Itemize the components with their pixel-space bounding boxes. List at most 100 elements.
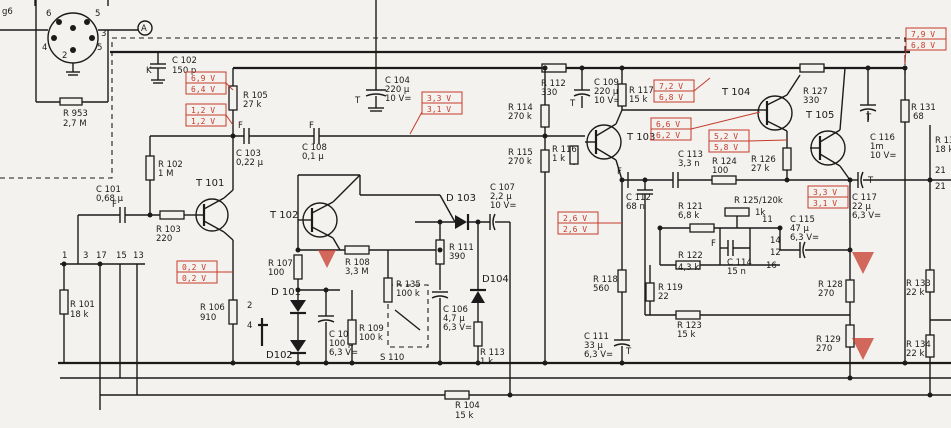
nodes-n21-label: 21	[935, 182, 946, 192]
resistor-r107	[293, 254, 303, 280]
capacitors-c116-label: C 116	[870, 133, 895, 143]
nodes-n12-label: 12	[770, 248, 781, 258]
semis-t102-label: T 102	[269, 210, 298, 221]
resistor-r109	[347, 319, 357, 345]
semis-t103-label: T 103	[626, 132, 655, 143]
resistors-r103v-label: 220	[156, 234, 172, 244]
resistors-r103-label: R 103	[156, 225, 181, 235]
resistors-r117v-label: 15 k	[629, 95, 648, 105]
resistors-r101v-label: 18 k	[70, 310, 89, 320]
capacitors-c115-label: C 115	[790, 215, 815, 225]
resistors-r108v-label: 3,3 M	[345, 267, 369, 277]
nodes-nF-label: F	[238, 121, 243, 131]
capacitors-c101-label: C 101	[96, 185, 121, 195]
capacitor-c102: C 102 150 p K	[146, 52, 197, 84]
capacitors-c105r-label: 6,3 V=	[329, 348, 358, 358]
connector-pins-1-label: 2	[62, 51, 67, 61]
resistors-r112-label: R 112	[541, 79, 566, 89]
resistors-r108-label: R 108	[345, 258, 370, 268]
nodes-n13-label: 13	[133, 251, 144, 261]
capacitors-c112-label: C 112	[626, 193, 651, 203]
stage-t101: R 105 27 k F F C 103 0,22 µ C 108 0,1 µ …	[78, 68, 545, 363]
capacitors-c103v-label: 0,22 µ	[236, 158, 264, 168]
resistors-r132v-label: 18 k	[935, 145, 951, 155]
resistors-r113v-label: 1 k	[480, 357, 493, 367]
semis-t104-label: T 104	[721, 87, 750, 98]
connector-pins-4-label: 5	[97, 43, 102, 53]
output-column: R 131 68 R 13 18 k 21 21 R 133 22 k R 13…	[900, 68, 951, 395]
resistors-r135v-label: 100 k	[396, 289, 420, 299]
resistor-r953	[59, 97, 83, 106]
resistor-r125	[724, 207, 750, 217]
capacitors-c106r-label: 6,3 V=	[443, 323, 472, 333]
resistors-r121-label: R 121	[678, 202, 703, 212]
stage-t104: C 113 3,3 n R 124 100 R 121 6,8 k R 125/…	[659, 63, 850, 277]
capacitors-c115v-label: 47 µ	[790, 224, 810, 234]
connector-pins-2-label: 3	[101, 29, 106, 39]
input-terminals: 1 R 101 18 k 3 17 15 13	[59, 215, 145, 410]
resistor-r135	[383, 277, 393, 303]
resistors-r104-label: R 104	[455, 401, 480, 411]
marker-triangle	[318, 250, 336, 268]
resistor-r121	[689, 223, 715, 233]
resistor-r133	[925, 269, 935, 293]
voltages-v2b-label: 1,2 V	[191, 117, 215, 126]
nodes-nF-label: F	[309, 121, 314, 131]
connector-top-label: g6	[2, 7, 13, 17]
capacitors-c114-label: C 114	[727, 258, 752, 268]
voltages-v3b-label: 3,1 V	[427, 105, 451, 114]
voltages-v9a-label: 3,3 V	[813, 188, 837, 197]
resistor-r118	[617, 269, 627, 293]
capacitors-c103-label: C 103	[236, 149, 261, 159]
capacitors-c101v-label: 0,68 µ	[96, 194, 124, 204]
voltages-v5a-label: 7,2 V	[659, 82, 683, 91]
capacitors-c113v-label: 3,3 n	[678, 159, 700, 169]
resistors-r114-label: R 114	[508, 103, 533, 113]
capacitors-c107r-label: 10 V=	[490, 201, 516, 211]
capacitors-c107-label: C 107	[490, 183, 515, 193]
resistors-r953v-label: 2,7 M	[63, 119, 87, 129]
voltages-v7b-label: 5,8 V	[714, 143, 738, 152]
resistors-r124-label: R 124	[712, 157, 737, 167]
resistors-r121v-label: 6,8 k	[678, 211, 699, 221]
resistor-r101	[59, 289, 69, 315]
voltages-v8b-label: 2,6 V	[563, 225, 587, 234]
nodes-nK-label: K	[146, 66, 152, 76]
resistors-r107-label: R 107	[268, 259, 293, 269]
resistor-r115	[540, 149, 550, 173]
resistors-r953-label: R 953	[63, 109, 88, 119]
capacitor-c104: T C 104 220 µ 10 V=	[354, 52, 411, 112]
resistor-r129	[845, 324, 855, 348]
nodes-n21-label: 21	[935, 166, 946, 176]
nodes-nF-label: F	[112, 200, 117, 210]
capacitors-c113-label: C 113	[678, 150, 703, 160]
voltages-v3a-label: 3,3 V	[427, 94, 451, 103]
resistors-r102v-label: 1 M	[158, 169, 173, 179]
resistors-r118-label: R 118	[593, 275, 618, 285]
capacitors-c105-label: C 105	[329, 330, 354, 340]
resistor-r117	[617, 83, 627, 107]
resistors-r132-label: R 13	[935, 136, 951, 146]
capacitors-c116v-label: 1m	[870, 142, 884, 152]
resistors-r129v-label: 270	[816, 344, 832, 354]
nodes-n16-label: 16	[766, 261, 777, 271]
nodes-n15-label: 15	[116, 251, 127, 261]
voltages-v8a-label: 2,6 V	[563, 214, 587, 223]
resistors-r134v-label: 22 k	[906, 349, 925, 359]
resistors-r129-label: R 129	[816, 335, 841, 345]
capacitors-c106-label: C 106	[443, 305, 468, 315]
resistor-r104-group: R 104 15 k	[444, 390, 480, 421]
marker-triangle	[852, 252, 874, 274]
resistor-r119	[645, 282, 655, 302]
resistors-r134-label: R 134	[906, 340, 931, 350]
capacitors-c109r-label: 10 V=	[594, 96, 620, 106]
resistors-r106v-label: 910	[200, 313, 216, 323]
voltages-v6b-label: 6,2 V	[656, 131, 680, 140]
resistors-r122-label: R 122	[678, 251, 703, 261]
connector-pins-4-label: 5	[95, 9, 100, 19]
resistor-r102	[145, 155, 155, 181]
capacitors-c108-label: C 108	[302, 143, 327, 153]
semis-t105-label: T 105	[805, 110, 834, 121]
resistor-r128	[845, 279, 855, 303]
